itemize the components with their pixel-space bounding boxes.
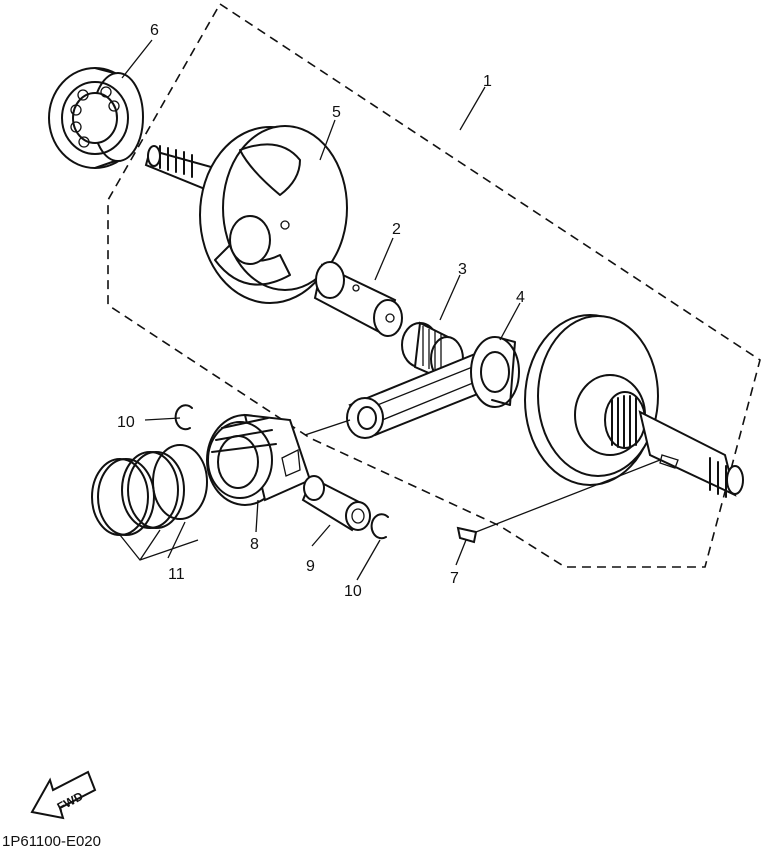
piston-pin-clip-upper bbox=[174, 404, 193, 431]
piston-part bbox=[206, 413, 312, 506]
leader-lines bbox=[119, 39, 661, 581]
callout-11: 11 bbox=[168, 566, 185, 583]
callout-6: 6 bbox=[150, 22, 159, 39]
bearing-part bbox=[48, 67, 144, 169]
crankshaft-assembly-boundary bbox=[107, 2, 761, 568]
callout-10-upper: 10 bbox=[117, 414, 135, 431]
fwd-arrow-icon: FWD bbox=[30, 770, 97, 820]
diagram-code: 1P61100-E020 bbox=[2, 833, 101, 850]
piston-pin-clip-lower bbox=[370, 513, 389, 540]
callout-10-lower: 10 bbox=[344, 583, 362, 600]
callout-7: 7 bbox=[450, 570, 459, 587]
left-crank-half-part bbox=[144, 125, 348, 304]
connecting-rod-part bbox=[346, 336, 520, 439]
callout-9: 9 bbox=[306, 558, 315, 575]
callout-4: 4 bbox=[516, 289, 525, 306]
callout-1: 1 bbox=[483, 73, 492, 90]
key-part bbox=[456, 526, 478, 544]
callout-5: 5 bbox=[332, 104, 341, 121]
callout-8: 8 bbox=[250, 536, 259, 553]
piston-pin-part bbox=[301, 475, 371, 532]
right-crank-half-part bbox=[524, 314, 744, 498]
piston-rings-part bbox=[91, 444, 208, 536]
callout-2: 2 bbox=[392, 221, 401, 238]
crank-pin-part bbox=[313, 261, 403, 337]
callout-3: 3 bbox=[458, 261, 467, 278]
